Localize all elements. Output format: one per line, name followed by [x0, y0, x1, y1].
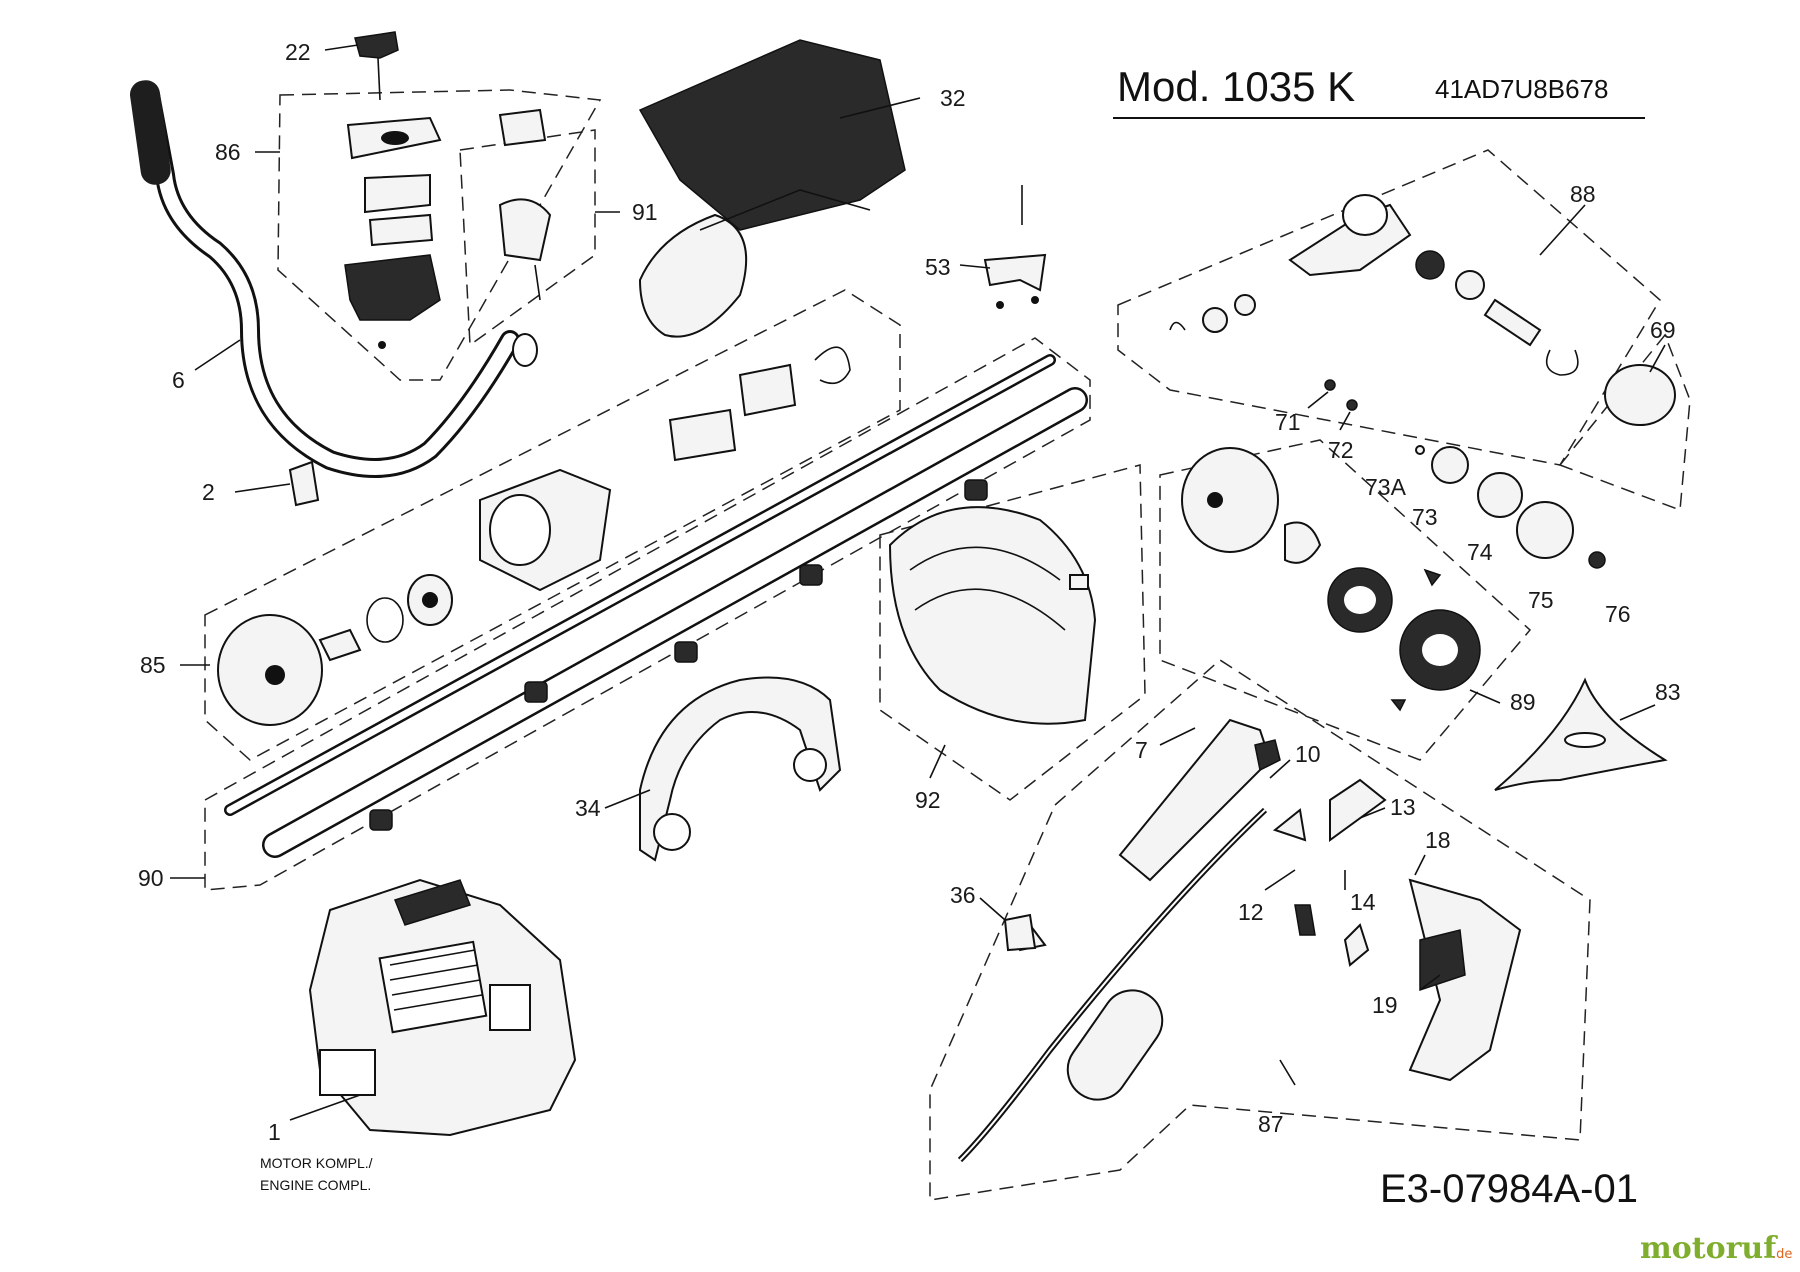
part-illustrations: [129, 31, 1676, 1163]
callout-88: 88: [1570, 181, 1596, 207]
callout-1: 1: [268, 1119, 281, 1145]
leader-lines: [170, 44, 1666, 1121]
leader-69: [1649, 344, 1666, 373]
leader-71: [1307, 391, 1329, 409]
callout-53: 53: [925, 254, 951, 280]
callout-72: 72: [1328, 437, 1354, 463]
callout-10: 10: [1295, 741, 1321, 767]
callout-36: 36: [950, 882, 976, 908]
kit-outline-85: [204, 289, 901, 761]
bike-handle-icon: [639, 676, 842, 862]
leader-87: [1279, 1059, 1296, 1086]
callout-83: 83: [1655, 679, 1681, 705]
plate-icon: [1604, 364, 1676, 426]
leader-19: [1419, 974, 1441, 991]
loop-handle-icon: [129, 80, 538, 478]
leader-22: [324, 44, 359, 51]
callout-91: 91: [632, 199, 658, 225]
diagram-header: Mod. 1035 K 41AD7U8B678: [1113, 63, 1645, 119]
callout-14: 14: [1350, 889, 1376, 915]
clutch-drum-icon: [217, 346, 851, 726]
callout-76: 76: [1605, 601, 1631, 627]
leader-12: [1264, 869, 1296, 891]
callout-labels: 22 86 91 6 2 32 53 85 90 34 92 36 88 69 …: [138, 39, 1681, 1145]
callout-92: 92: [915, 787, 941, 813]
callout-75: 75: [1528, 587, 1554, 613]
throttle-handle-icon: [957, 718, 1522, 1163]
trimmer-head-icon: [1181, 447, 1481, 712]
callout-22: 22: [285, 39, 311, 65]
callout-19: 19: [1372, 992, 1398, 1018]
bracket-icon: [983, 185, 1047, 309]
leader-6: [194, 339, 241, 371]
wing-knob-icon: [354, 31, 399, 101]
callout-12: 12: [1238, 899, 1264, 925]
strap-clip-icon: [1003, 913, 1037, 952]
model-title: Mod. 1035 K: [1117, 63, 1355, 110]
watermark-logo: motoruf .de: [1640, 1231, 1792, 1266]
callout-34: 34: [575, 795, 601, 821]
leader-7: [1159, 727, 1196, 746]
engine-note-line2: ENGINE COMPL.: [260, 1177, 371, 1193]
callout-7: 7: [1135, 737, 1148, 763]
leader-10: [1269, 759, 1291, 779]
engine-note-line1: MOTOR KOMPL./: [260, 1155, 373, 1171]
guard-icon: [888, 506, 1097, 725]
kit-outline-90: [204, 337, 1091, 891]
leader-88: [1539, 204, 1586, 256]
leader-89: [1469, 689, 1501, 704]
leader-2: [234, 483, 291, 493]
callout-73: 73: [1412, 504, 1438, 530]
callout-6: 6: [172, 367, 185, 393]
leader-72: [1339, 411, 1351, 431]
serial-number: 41AD7U8B678: [1435, 74, 1608, 104]
washers-icon: [1324, 379, 1606, 569]
handle-clamp-icon: [344, 116, 442, 349]
gear-head-icon: [1169, 194, 1579, 376]
kit-outline-91: [459, 129, 596, 347]
callout-85: 85: [140, 652, 166, 678]
callout-86: 86: [215, 139, 241, 165]
callout-69: 69: [1650, 317, 1676, 343]
leader-18: [1414, 854, 1426, 876]
callout-18: 18: [1425, 827, 1451, 853]
leader-13: [1359, 807, 1386, 819]
callout-90: 90: [138, 865, 164, 891]
leader-36: [979, 897, 1006, 921]
leader-83: [1619, 704, 1656, 721]
engine-icon: [308, 878, 577, 1137]
leader-1: [289, 1094, 361, 1121]
watermark-name: motoruf: [1640, 1231, 1778, 1266]
leader-53: [959, 264, 991, 269]
watermark-suffix: .de: [1772, 1247, 1792, 1262]
callout-2: 2: [202, 479, 215, 505]
kit-outline-86: [277, 89, 602, 381]
callout-73a: 73A: [1365, 474, 1407, 500]
engine-note: MOTOR KOMPL./ ENGINE COMPL.: [260, 1155, 373, 1193]
drive-shaft-icon: [224, 354, 1088, 858]
kit-outline-87: [929, 659, 1591, 1201]
kit-outline-89: [1159, 439, 1532, 761]
drawing-code: E3-07984A-01: [1380, 1167, 1638, 1211]
leader-92: [929, 744, 946, 779]
leader-34: [604, 789, 651, 809]
harness-icon: [638, 39, 906, 338]
callout-71: 71: [1275, 409, 1301, 435]
blade-icon: [1494, 677, 1668, 791]
callout-13: 13: [1390, 794, 1416, 820]
callout-89: 89: [1510, 689, 1536, 715]
clip-icon: [288, 460, 320, 507]
callout-87: 87: [1258, 1111, 1284, 1137]
callout-74: 74: [1467, 539, 1493, 565]
leader-32: [839, 97, 921, 119]
bar-clamp-icon: [498, 108, 552, 301]
callout-32: 32: [940, 85, 966, 111]
kit-outline-92: [879, 464, 1146, 801]
